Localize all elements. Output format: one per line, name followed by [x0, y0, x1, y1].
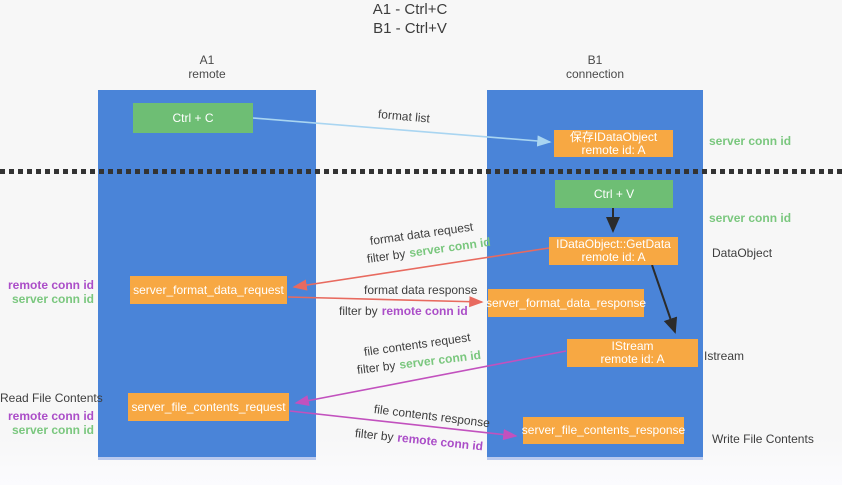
- a1-name: A1: [199, 53, 215, 67]
- node-ctrl-v: Ctrl + V: [555, 180, 673, 208]
- left-remote-conn-id-2: remote conn id: [7, 409, 94, 423]
- node-server-file-contents-response-label: server_file_contents_response: [521, 423, 686, 437]
- filter-by-text: filter by: [366, 246, 407, 266]
- node-save-idataobject-line2: remote id: A: [581, 142, 646, 157]
- filter-by-text: filter by: [354, 426, 395, 445]
- node-idataobject-getdata-line2: remote id: A: [581, 250, 646, 264]
- left-conn-id-labels-1: remote conn id server conn id: [0, 278, 94, 306]
- node-server-format-data-request: server_format_data_request: [130, 276, 287, 304]
- left-conn-id-labels-2: remote conn id server conn id: [0, 409, 94, 437]
- left-server-conn-id-2: server conn id: [11, 423, 94, 437]
- title-line-1: A1 - Ctrl+C: [372, 1, 448, 18]
- node-idataobject-getdata-line1: IDataObject::GetData: [556, 237, 671, 251]
- right-server-conn-id-1: server conn id: [709, 134, 792, 148]
- title-line-2: B1 - Ctrl+V: [373, 20, 447, 37]
- node-istream-line2: remote id: A: [600, 352, 665, 366]
- node-server-format-data-response: server_format_data_response: [485, 289, 647, 317]
- right-server-conn-id-2: server conn id: [709, 211, 792, 225]
- node-save-idataobject: 保存IDataObject remote id: A: [554, 130, 673, 157]
- label-istream: Istream: [704, 349, 745, 363]
- node-server-file-contents-request: server_file_contents_request: [128, 393, 289, 421]
- node-istream: IStream remote id: A: [567, 339, 698, 367]
- b1-name: B1: [587, 53, 603, 67]
- node-ctrl-c-label: Ctrl + C: [172, 110, 214, 125]
- phase-separator-dotted-line: [0, 169, 842, 174]
- label-dataobject: DataObject: [712, 246, 773, 260]
- label-format-data-response: format data response: [364, 283, 478, 297]
- remote-conn-id-text: remote conn id: [396, 430, 484, 454]
- label-read-file-contents: Read File Contents: [0, 391, 103, 405]
- filter-by-text: filter by: [339, 304, 378, 318]
- filter-by-text: filter by: [356, 358, 397, 377]
- column-header-b1: B1 connection: [487, 53, 703, 81]
- node-server-file-contents-response: server_file_contents_response: [521, 417, 686, 444]
- label-file-contents-response: file contents response: [373, 402, 491, 431]
- node-server-file-contents-request-label: server_file_contents_request: [131, 399, 286, 414]
- label-write-file-contents: Write File Contents: [712, 432, 814, 446]
- remote-conn-id-text: remote conn id: [381, 304, 468, 318]
- node-server-format-data-response-label: server_format_data_response: [485, 295, 647, 310]
- node-ctrl-c: Ctrl + C: [133, 103, 253, 133]
- a1-subtitle: remote: [188, 67, 226, 81]
- label-format-list: format list: [377, 107, 431, 126]
- left-remote-conn-id-1: remote conn id: [7, 278, 94, 292]
- left-server-conn-id-1: server conn id: [11, 292, 94, 306]
- node-idataobject-getdata: IDataObject::GetData remote id: A: [549, 237, 678, 265]
- node-istream-line1: IStream: [611, 339, 654, 353]
- diagram-title: A1 - Ctrl+C B1 - Ctrl+V: [0, 0, 820, 38]
- node-save-idataobject-line1: 保存IDataObject: [569, 129, 658, 144]
- column-header-a1: A1 remote: [98, 53, 316, 81]
- node-ctrl-v-label: Ctrl + V: [593, 186, 635, 201]
- node-server-format-data-request-label: server_format_data_request: [133, 282, 284, 297]
- b1-subtitle: connection: [565, 67, 625, 81]
- arrow-format-data-response: [287, 296, 484, 308]
